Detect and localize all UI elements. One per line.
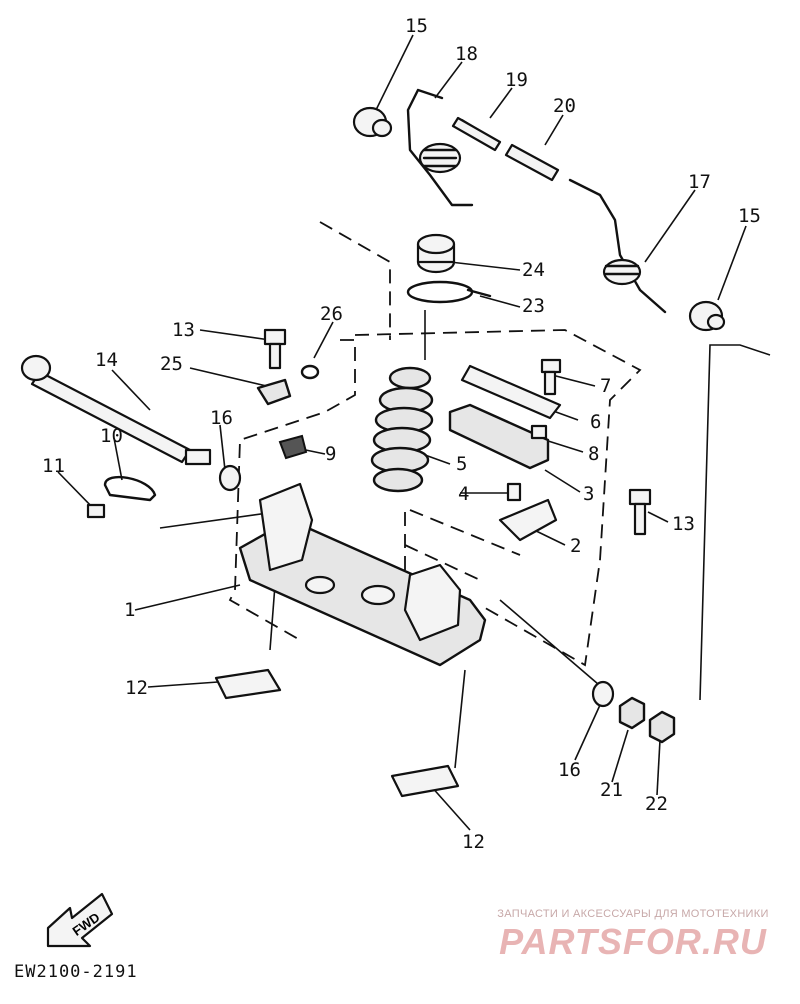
washer-16-right	[591, 680, 615, 708]
callout-16-right: 16	[558, 759, 581, 781]
callout-12-left: 12	[125, 677, 148, 699]
watermark-logo: PARTSFOR.RU	[499, 921, 767, 962]
nut-21	[618, 696, 646, 730]
callout-15-top: 15	[405, 15, 428, 37]
callout-5: 5	[456, 453, 467, 475]
callout-8: 8	[588, 443, 599, 465]
leader-lines	[57, 34, 771, 831]
watermark: ЗАПЧАСТИ И АКСЕССУАРЫ ДЛЯ МОТОТЕХНИКИ PA…	[478, 908, 788, 962]
callout-17: 17	[688, 171, 711, 193]
callout-13-right: 13	[672, 513, 695, 535]
callout-3: 3	[583, 483, 594, 505]
callout-4: 4	[458, 483, 469, 505]
callout-11: 11	[42, 455, 65, 477]
pin-10	[103, 475, 157, 502]
callout-12-bottom: 12	[462, 831, 485, 853]
callout-2: 2	[570, 535, 581, 557]
bolt-13-left	[263, 328, 287, 370]
boot-5	[370, 366, 434, 493]
reference-code: EW2100-2191	[14, 962, 138, 982]
cap-8	[530, 424, 548, 440]
plate-12-lower	[390, 764, 460, 798]
plate-2	[498, 498, 558, 542]
assembly-dash-inner	[404, 509, 521, 590]
bracket-6	[460, 364, 562, 420]
callout-19: 19	[505, 69, 528, 91]
holder-3	[448, 403, 550, 470]
spring-18	[406, 88, 474, 207]
assembly-dash-left	[228, 221, 391, 641]
screw-4	[506, 482, 522, 502]
callout-labels: 15 18 19 20 17 15 24 23 26 13 14 25 7 6 …	[42, 15, 761, 853]
callout-14: 14	[95, 349, 118, 371]
band-23	[406, 280, 492, 304]
collar-15-left	[352, 106, 393, 138]
sleeve-20	[504, 143, 560, 182]
sleeve-19	[451, 116, 502, 152]
callout-10: 10	[100, 425, 123, 447]
callout-26: 26	[320, 303, 343, 325]
cap-24	[416, 233, 456, 274]
cushion-9	[278, 434, 308, 460]
callout-15-right: 15	[738, 205, 761, 227]
callout-18: 18	[455, 43, 478, 65]
callout-22: 22	[645, 793, 668, 815]
callout-23: 23	[522, 295, 545, 317]
collar-15-right	[688, 300, 726, 332]
callout-20: 20	[553, 95, 576, 117]
plate-12-upper	[214, 668, 282, 700]
callout-7: 7	[600, 375, 611, 397]
callout-9: 9	[325, 443, 336, 465]
bolt-7	[540, 358, 562, 396]
axle-14	[20, 354, 212, 466]
callout-13-left: 13	[172, 319, 195, 341]
base-1	[238, 482, 487, 667]
clip-26	[300, 364, 320, 380]
bolt-13-right	[628, 488, 652, 536]
pin-11	[86, 503, 106, 519]
callout-25: 25	[160, 353, 183, 375]
assembly-dash-right	[354, 329, 642, 667]
callout-16-left: 16	[210, 407, 233, 429]
washer-16-left	[218, 464, 242, 492]
nut-22	[648, 710, 676, 744]
callout-21: 21	[600, 779, 623, 801]
fwd-arrow-icon: FWD	[46, 892, 114, 948]
callout-1: 1	[124, 599, 135, 621]
bracket-25	[256, 378, 292, 406]
callout-24: 24	[522, 259, 545, 281]
spring-17	[568, 178, 667, 314]
callout-6: 6	[590, 411, 601, 433]
watermark-tagline: ЗАПЧАСТИ И АКСЕССУАРЫ ДЛЯ МОТОТЕХНИКИ	[497, 908, 769, 920]
